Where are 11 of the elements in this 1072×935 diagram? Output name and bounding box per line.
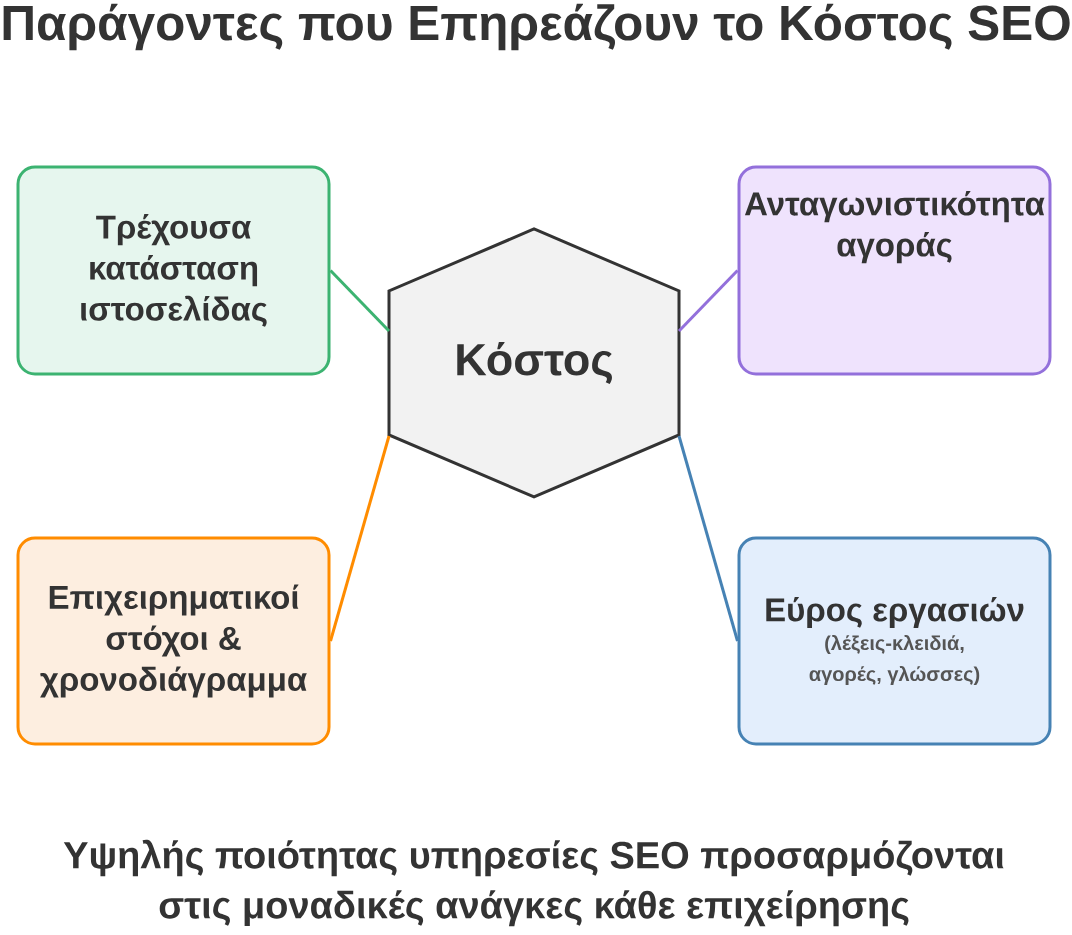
factor-box: Τρέχουσα κατάσταση ιστοσελίδας xyxy=(16,165,331,376)
factor-box: Ανταγωνιστικότητα αγοράς xyxy=(737,165,1052,376)
hexagon: Κόστος xyxy=(387,227,681,499)
connector-line xyxy=(329,435,391,642)
factor-box: Εύρος εργασιών (λέξεις-κλειδιά, αγορές, γλώσσες) xyxy=(737,536,1052,746)
title: Παράγοντες που Επηρεάζουν το Κόστος SEO xyxy=(3,3,1070,51)
factor-box: Επιχειρηματικοί στόχοι & χρονοδιάγραμμα xyxy=(16,536,331,746)
connector-line xyxy=(677,435,739,642)
connector-line xyxy=(329,269,391,333)
caption: Υψηλής ποιότητας υπηρεσίες SEO προσαρμόζονται στις μοναδικές ανάγκες κάθε επιχείρησης xyxy=(63,839,1004,927)
connector-line xyxy=(677,269,739,333)
